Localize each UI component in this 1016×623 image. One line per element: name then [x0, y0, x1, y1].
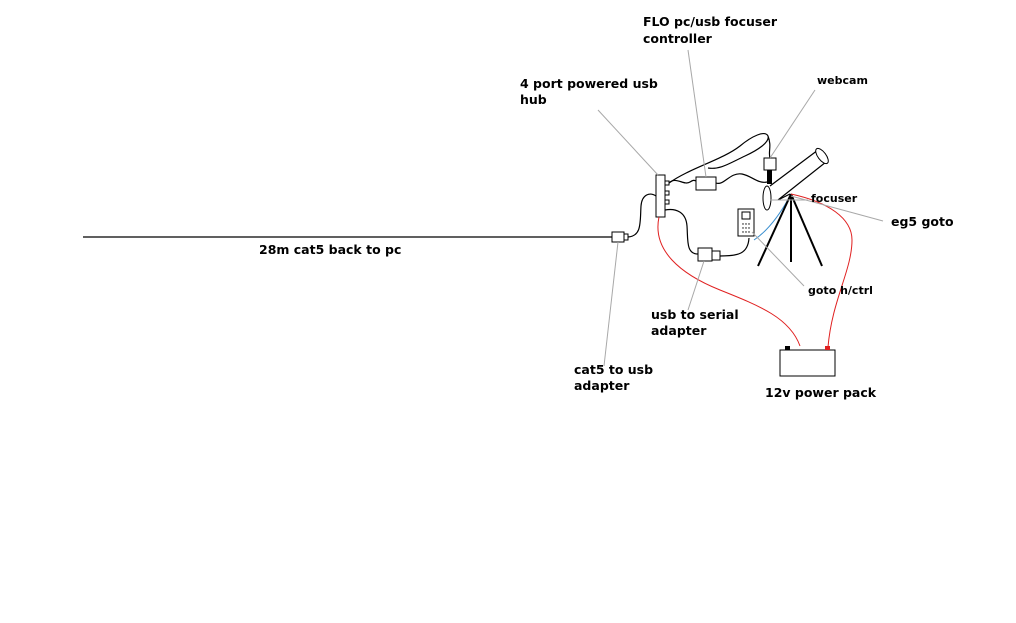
- handset-screen: [741, 211, 751, 220]
- leader-line-cat5-adapter: [603, 241, 619, 367]
- usb-hub-port: [664, 190, 670, 196]
- cat5-to-usb-adapter: [611, 231, 625, 243]
- hub-to-controller-cable: [668, 179, 697, 184]
- serial-to-handset-cable: [719, 237, 750, 257]
- usb-hub: [655, 174, 666, 218]
- webcam: [763, 157, 777, 184]
- usb-serial-plug: [711, 250, 721, 261]
- leader-line-serial: [687, 260, 705, 311]
- focuser-label: focuser: [811, 192, 858, 205]
- leader-line-hub: [597, 109, 659, 176]
- usb-hub-label: 4 port powered usb: [520, 76, 658, 91]
- leader-line-controller: [687, 49, 707, 178]
- webcam-cable: [668, 133, 771, 184]
- battery-negative-terminal: [785, 346, 790, 350]
- mount-label: eg5 goto: [891, 214, 954, 229]
- focuser-controller-label: FLO pc/usb focuser: [643, 14, 778, 29]
- cable-label: 28m cat5 back to pc: [259, 242, 401, 257]
- serial-adapter-label: usb to serial: [651, 307, 739, 322]
- usb-serial-adapter: [697, 247, 713, 262]
- usb-hub-port: [664, 199, 670, 205]
- eg5-mount-tripod: [757, 193, 823, 267]
- focuser-controller-label-cont: controller: [643, 31, 713, 46]
- power-wire-hub: [657, 216, 801, 347]
- focuser: [762, 185, 772, 211]
- focuser-controller: [695, 176, 717, 191]
- power-pack-label: 12v power pack: [765, 385, 877, 400]
- leader-line-webcam: [769, 89, 816, 159]
- leader-line-mount: [790, 195, 884, 222]
- cat5-adapter-label: cat5 to usb: [574, 362, 653, 377]
- usb-hub-port: [664, 180, 670, 186]
- handset-keypad: [742, 223, 750, 233]
- battery-positive-terminal: [825, 346, 830, 350]
- controller-to-focuser-cable: [715, 173, 768, 184]
- hub-to-serial-cable: [664, 208, 699, 255]
- usb-hub-label-cont: hub: [520, 92, 547, 107]
- handset-label: goto h/ctrl: [808, 284, 873, 297]
- power-pack: [779, 349, 836, 377]
- serial-adapter-label-cont: adapter: [651, 323, 707, 338]
- telescope: [769, 147, 829, 201]
- cat5-adapter-label-cont: adapter: [574, 378, 630, 393]
- cat5-adapter-plug: [623, 233, 629, 241]
- leader-line-handset: [751, 231, 805, 287]
- webcam-label: webcam: [817, 74, 868, 87]
- adapter-to-hub-cable: [627, 193, 657, 238]
